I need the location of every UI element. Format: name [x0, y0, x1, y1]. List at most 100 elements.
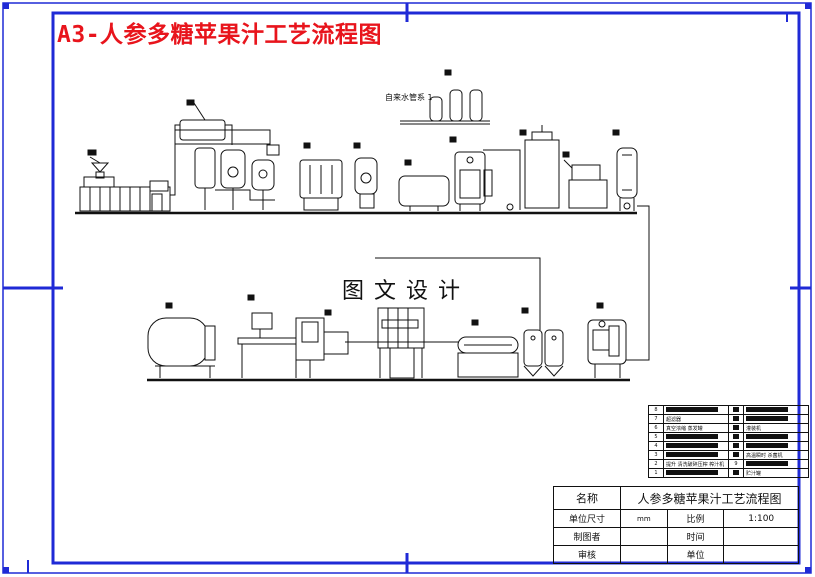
part-number-right — [728, 423, 744, 433]
part-name-right: 贮汁罐 — [743, 468, 809, 478]
drawer-label: 制图者 — [553, 527, 621, 546]
redacted-bar — [733, 416, 739, 421]
corner-square-bl — [3, 567, 9, 573]
part-name-right: 高温瞬时 杀菌机 — [743, 450, 809, 460]
pipe-b — [483, 149, 521, 210]
juice-storage-tank — [519, 125, 560, 209]
redacted-bar — [666, 434, 718, 439]
watermark-text: 图文设计 — [338, 273, 475, 305]
reviewer-value — [620, 545, 668, 564]
parts-list-row: 1 贮汁罐 — [648, 468, 809, 478]
storage-tank-pair — [521, 307, 564, 377]
redacted-bar — [746, 443, 788, 448]
part-number-left: 6 — [648, 423, 664, 433]
redacted-bar — [746, 461, 788, 466]
part-number-left: 1 — [648, 468, 664, 478]
part-name-left — [663, 441, 729, 451]
reviewer-label: 审核 — [553, 545, 621, 564]
part-name-left: 超滤器 — [663, 414, 729, 424]
filling-machine — [295, 309, 349, 378]
part-name-right — [743, 459, 809, 469]
capping-machine — [345, 307, 460, 379]
parts-list-row: 4 — [648, 441, 809, 451]
part-number-left: 5 — [648, 432, 664, 442]
part-name-right — [743, 414, 809, 424]
column-tower — [612, 129, 638, 211]
pipe-c — [625, 205, 650, 361]
part-number-left: 8 — [648, 405, 664, 415]
part-name-left — [663, 432, 729, 442]
part-name-left — [663, 450, 729, 460]
part-name-left — [663, 405, 729, 415]
vacuum-evaporator-group — [174, 99, 280, 210]
title-block: 名称 人参多糖苹果汁工艺流程图 单位尺寸 mm 比例 1:100 制图者 时间 … — [553, 486, 799, 564]
unit-label: 单位 — [666, 545, 725, 564]
redacted-bar — [746, 434, 788, 439]
part-number-right — [728, 468, 744, 478]
redacted-bar — [733, 407, 739, 412]
inspection-conveyor — [237, 294, 301, 378]
redacted-bar — [733, 434, 739, 439]
rotary-drum-tank — [147, 302, 216, 378]
ultrafilter-unit — [449, 136, 514, 211]
redacted-bar — [666, 452, 718, 457]
drawer-value — [620, 527, 668, 546]
storage-vat — [299, 142, 343, 211]
corner-square-tr — [805, 3, 811, 9]
redacted-bar — [746, 416, 788, 421]
unit-size-label: 单位尺寸 — [553, 509, 621, 528]
part-name-right — [743, 441, 809, 451]
uht-sterilizer — [587, 302, 627, 378]
pasteurizer — [562, 151, 608, 209]
redacted-bar — [733, 452, 739, 457]
redacted-bar — [666, 443, 718, 448]
part-name-right: 灌装机 — [743, 423, 809, 433]
part-number-left: 3 — [648, 450, 664, 460]
corner-square-tl — [3, 3, 9, 9]
pipe-a — [170, 124, 233, 196]
time-label: 时间 — [666, 527, 725, 546]
unit-value — [723, 545, 799, 564]
part-number-right: 9 — [728, 459, 744, 469]
part-name-left — [663, 468, 729, 478]
horizontal-tank — [398, 159, 450, 211]
redacted-bar — [666, 470, 718, 475]
part-number-right — [728, 450, 744, 460]
part-name-left: 提升 清洗破碎压榨 榨汁机 — [663, 459, 729, 469]
redacted-bar — [733, 470, 739, 475]
page-title: A3-人参多糖苹果汁工艺流程图 — [57, 22, 383, 48]
part-number-right — [728, 432, 744, 442]
redacted-bar — [746, 407, 788, 412]
part-name-right — [743, 405, 809, 415]
parts-list-row: 3 高温瞬时 杀菌机 — [648, 450, 809, 460]
parts-list-row: 5 — [648, 432, 809, 442]
ratio-label: 比例 — [666, 509, 725, 528]
part-name-right — [743, 432, 809, 442]
redacted-bar — [733, 443, 739, 448]
part-name-left: 真空浓缩 蒸发罐 — [663, 423, 729, 433]
ratio-value: 1:100 — [723, 509, 799, 528]
water-treatment-label: 自来水管系 1 — [385, 93, 433, 102]
part-number-right — [728, 414, 744, 424]
name-label: 名称 — [553, 486, 621, 510]
time-value — [723, 527, 799, 546]
washer-crusher-machine — [79, 149, 171, 212]
water-treatment-columns — [400, 69, 490, 125]
part-number-left: 2 — [648, 459, 664, 469]
redacted-bar — [666, 407, 718, 412]
part-number-right — [728, 405, 744, 415]
part-number-left: 4 — [648, 441, 664, 451]
part-number-right — [728, 441, 744, 451]
part-number-left: 7 — [648, 414, 664, 424]
pipe-d — [375, 257, 541, 330]
redacted-bar — [733, 425, 739, 430]
corner-square-br — [805, 567, 811, 573]
sterilizer-tunnel — [457, 319, 519, 378]
drawing-name: 人参多糖苹果汁工艺流程图 — [620, 486, 799, 510]
unit-size-value: mm — [620, 509, 668, 528]
